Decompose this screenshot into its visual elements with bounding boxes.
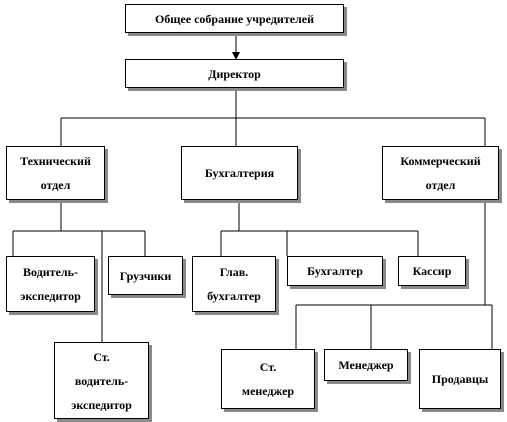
node-driver: Водитель- экспедитор <box>6 256 95 312</box>
node-accountant: Бухгалтер <box>287 256 383 286</box>
node-senior-driver: Ст. водитель- экспедитор <box>54 342 149 419</box>
node-senior-driver-line-3: экспедитор <box>71 397 132 412</box>
node-manager: Менеджер <box>324 349 408 381</box>
node-founders: Общее собрание учредителей <box>125 4 344 33</box>
node-tech-dept-line-2: отдел <box>40 178 71 192</box>
node-founders-label: Общее собрание учредителей <box>154 11 315 26</box>
node-tech-dept: Технический отдел <box>6 146 105 200</box>
node-senior-manager-line-1: Ст. <box>259 360 277 374</box>
node-accountant-label: Бухгалтер <box>307 264 363 278</box>
node-accounting: Бухгалтерия <box>181 146 298 200</box>
node-senior-driver-line-1: Ст. <box>93 349 110 364</box>
node-driver-line-1: Водитель- <box>23 265 78 279</box>
node-commercial: Коммерческий отдел <box>382 146 499 200</box>
node-director-label: Директор <box>208 66 261 81</box>
node-tech-dept-line-1: Технический <box>20 154 91 168</box>
node-commercial-line-2: отдел <box>425 178 456 192</box>
node-cashier-label: Кассир <box>412 264 452 278</box>
node-chief-accountant: Глав. бухгалтер <box>192 256 276 312</box>
node-manager-label: Менеджер <box>338 358 394 372</box>
node-sellers: Продавцы <box>419 349 501 409</box>
node-senior-manager: Ст. менеджер <box>221 349 315 409</box>
node-cashier: Кассир <box>398 256 466 286</box>
node-chief-accountant-line-1: Глав. <box>219 265 249 279</box>
node-loaders-label: Грузчики <box>119 268 172 283</box>
node-sellers-label: Продавцы <box>431 372 489 386</box>
node-accounting-label: Бухгалтерия <box>204 166 275 180</box>
node-senior-manager-line-2: менеджер <box>241 384 295 398</box>
node-driver-line-2: экспедитор <box>20 289 81 303</box>
node-senior-driver-line-2: водитель- <box>74 373 129 388</box>
node-director: Директор <box>125 59 344 88</box>
node-commercial-line-1: Коммерческий <box>400 154 481 168</box>
node-chief-accountant-line-2: бухгалтер <box>207 289 261 303</box>
node-loaders: Грузчики <box>108 256 183 295</box>
